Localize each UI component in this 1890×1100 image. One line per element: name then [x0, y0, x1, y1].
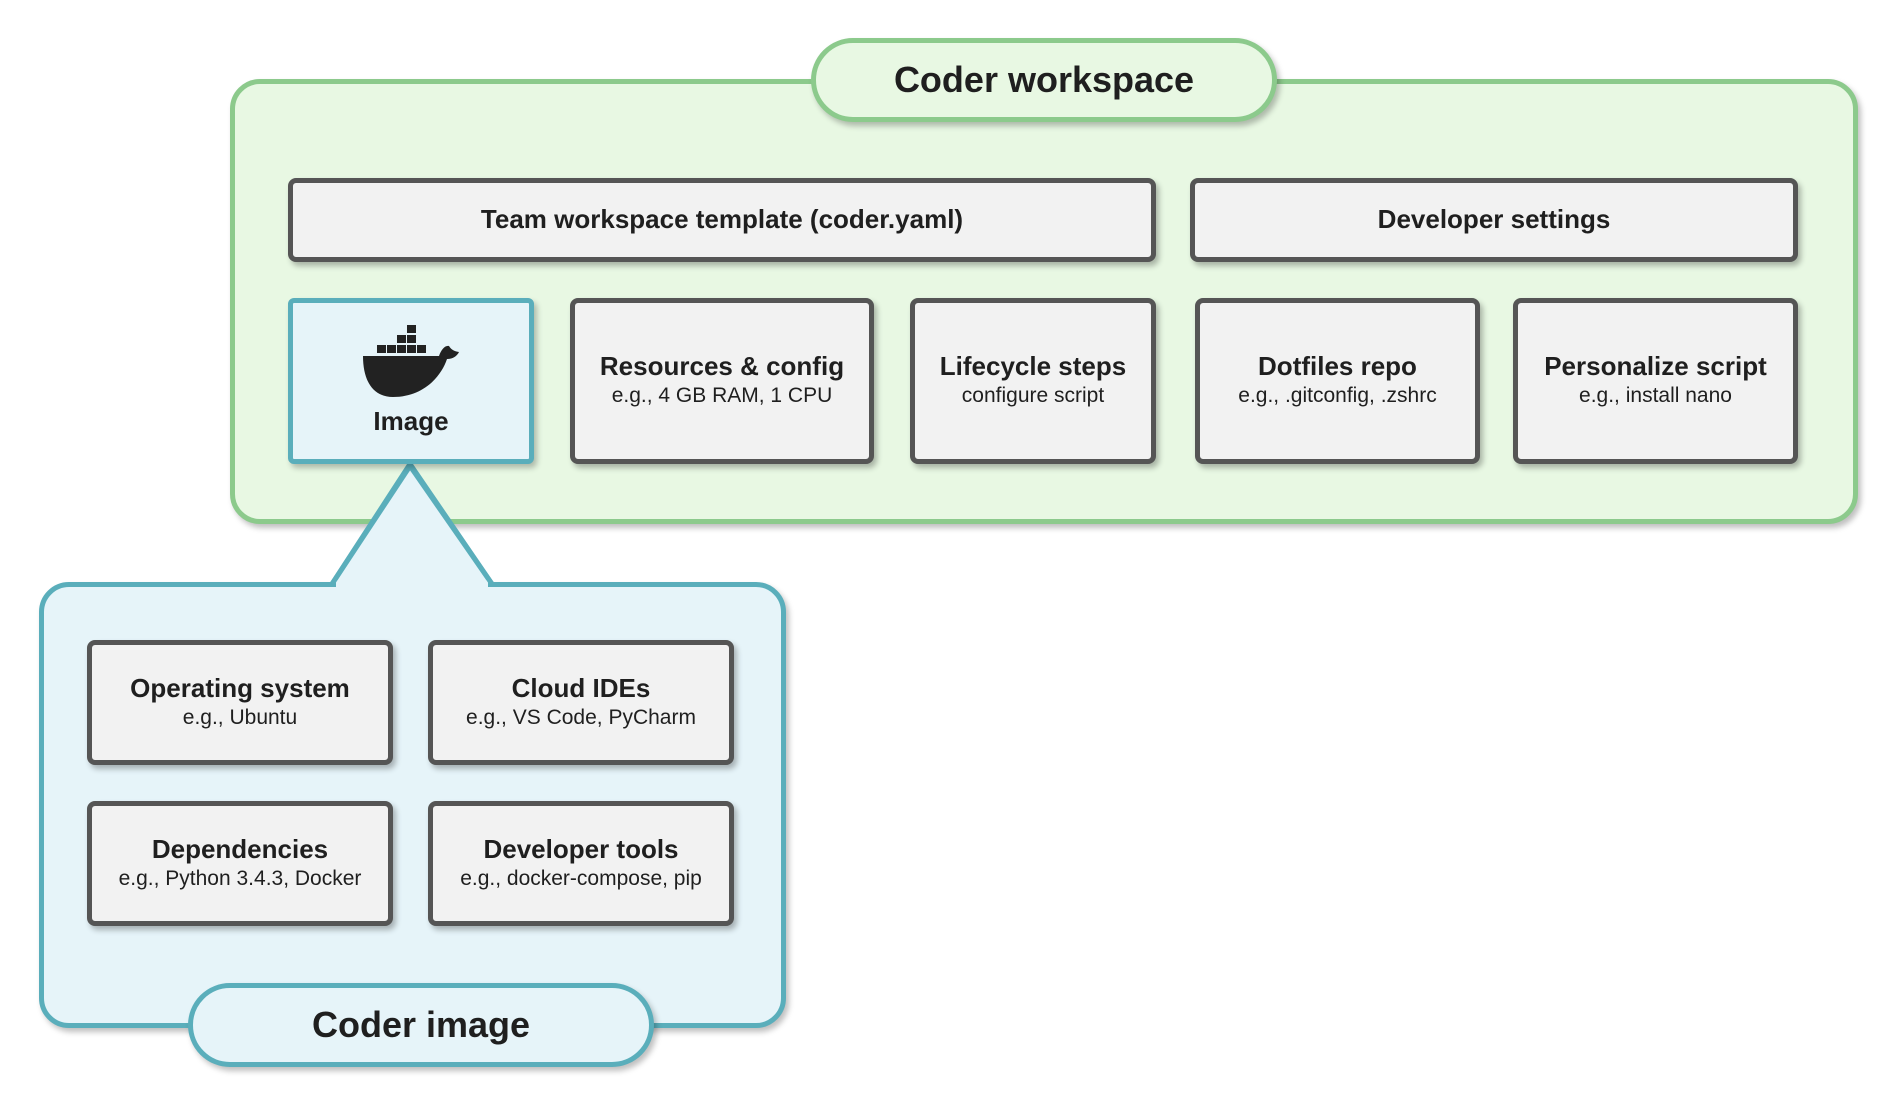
- card-title: Operating system: [130, 672, 350, 703]
- card-title: Personalize script: [1544, 351, 1767, 382]
- docker-whale-icon: [361, 325, 461, 404]
- workspace-title: Coder workspace: [811, 38, 1277, 122]
- card-subtitle: e.g., Ubuntu: [182, 705, 298, 729]
- card-subtitle: e.g., Python 3.4.3, Docker: [118, 866, 362, 890]
- workspace-template-box: Team workspace template (coder.yaml): [288, 178, 1156, 262]
- developer-settings-box: Developer settings: [1190, 178, 1798, 262]
- card-subtitle: e.g., 4 GB RAM, 1 CPU: [611, 384, 833, 408]
- card-subtitle: e.g., VS Code, PyCharm: [466, 705, 696, 729]
- card-title: Dotfiles repo: [1258, 351, 1417, 382]
- personalize-script-card: Personalize script e.g., install nano: [1513, 298, 1798, 464]
- developer-settings-label: Developer settings: [1377, 204, 1611, 235]
- card-title: Developer tools: [483, 833, 679, 864]
- card-subtitle: e.g., .gitconfig, .zshrc: [1238, 384, 1437, 408]
- dotfiles-repo-card: Dotfiles repo e.g., .gitconfig, .zshrc: [1195, 298, 1480, 464]
- image-box: Image: [288, 298, 534, 464]
- card-subtitle: e.g., docker-compose, pip: [460, 866, 702, 890]
- card-title: Cloud IDEs: [511, 672, 651, 703]
- card-title: Dependencies: [151, 833, 329, 864]
- workspace-template-label: Team workspace template (coder.yaml): [480, 204, 964, 235]
- lifecycle-steps-card: Lifecycle steps configure script: [910, 298, 1156, 464]
- operating-system-card: Operating system e.g., Ubuntu: [87, 640, 393, 765]
- developer-tools-card: Developer tools e.g., docker-compose, pi…: [428, 801, 734, 926]
- dependencies-card: Dependencies e.g., Python 3.4.3, Docker: [87, 801, 393, 926]
- card-subtitle: e.g., install nano: [1579, 384, 1732, 408]
- card-title: Lifecycle steps: [939, 351, 1127, 382]
- card-title: Resources & config: [599, 351, 845, 382]
- card-subtitle: configure script: [961, 384, 1105, 408]
- coder-image-title: Coder image: [188, 983, 654, 1067]
- cloud-ides-card: Cloud IDEs e.g., VS Code, PyCharm: [428, 640, 734, 765]
- image-label: Image: [373, 406, 449, 436]
- resources-config-card: Resources & config e.g., 4 GB RAM, 1 CPU: [570, 298, 874, 464]
